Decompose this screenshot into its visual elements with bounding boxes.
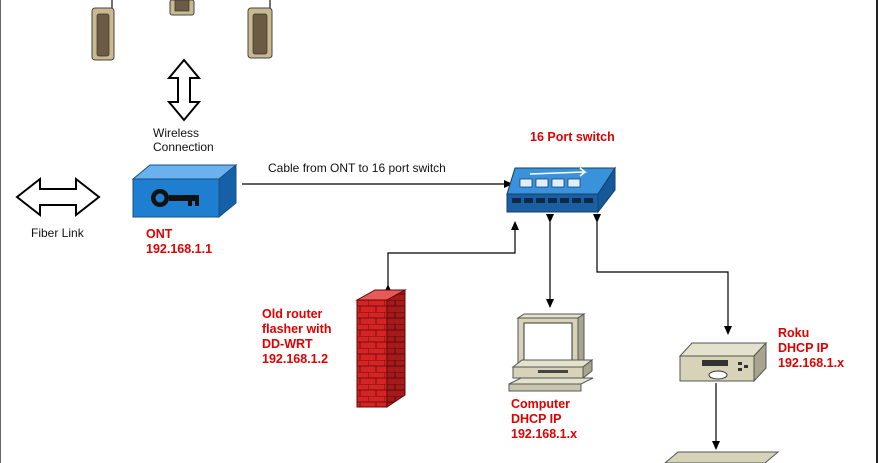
switch-label: 16 Port switch: [530, 130, 615, 144]
double-arrow-icon: [15, 176, 101, 218]
computer-dhcp: DHCP IP: [511, 412, 562, 426]
ont-name: ONT: [146, 227, 173, 241]
fiber-link-label: Fiber Link: [31, 226, 84, 240]
roku-label: Roku DHCP IP 192.168.1.x: [778, 326, 844, 371]
link-router-switch: [384, 221, 519, 293]
computer-icon: [508, 313, 594, 392]
router-line1: Old router: [262, 307, 323, 321]
router-ip: 192.168.1.2: [262, 352, 329, 366]
computer-label: Computer DHCP IP 192.168.1.x: [511, 397, 577, 442]
computer-ip: 192.168.1.x: [511, 427, 578, 441]
roku-name: Roku: [778, 326, 810, 340]
double-arrow-icon: [166, 58, 202, 122]
cable-label: Cable from ONT to 16 port switch: [268, 161, 446, 175]
ont-label: ONT 192.168.1.1: [146, 227, 212, 257]
wireless-label: Wireless Connection: [153, 126, 214, 154]
wireless-phone-icon: [247, 0, 273, 59]
wireless-phone-icon: [91, 0, 115, 61]
wireless-phone-icon: [169, 0, 195, 16]
wireless-label-line1: Wireless: [153, 126, 200, 140]
computer-name: Computer: [511, 397, 571, 411]
switch-icon: [506, 166, 616, 214]
settop-box-icon: [664, 451, 780, 463]
link-roku-switch: [593, 214, 732, 335]
wireless-label-line2: Connection: [153, 140, 214, 154]
router-line3: DD-WRT: [262, 337, 313, 351]
settop-box-icon: [678, 341, 768, 383]
firewall-icon: [355, 289, 407, 408]
roku-ip: 192.168.1.x: [778, 356, 845, 370]
key-icon: [151, 189, 199, 207]
router-line2: flasher with: [262, 322, 332, 336]
roku-dhcp: DHCP IP: [778, 341, 829, 355]
router-label: Old router flasher with DD-WRT 192.168.1…: [262, 307, 331, 367]
ont-ip: 192.168.1.1: [146, 242, 213, 256]
ont-device: [131, 163, 238, 219]
